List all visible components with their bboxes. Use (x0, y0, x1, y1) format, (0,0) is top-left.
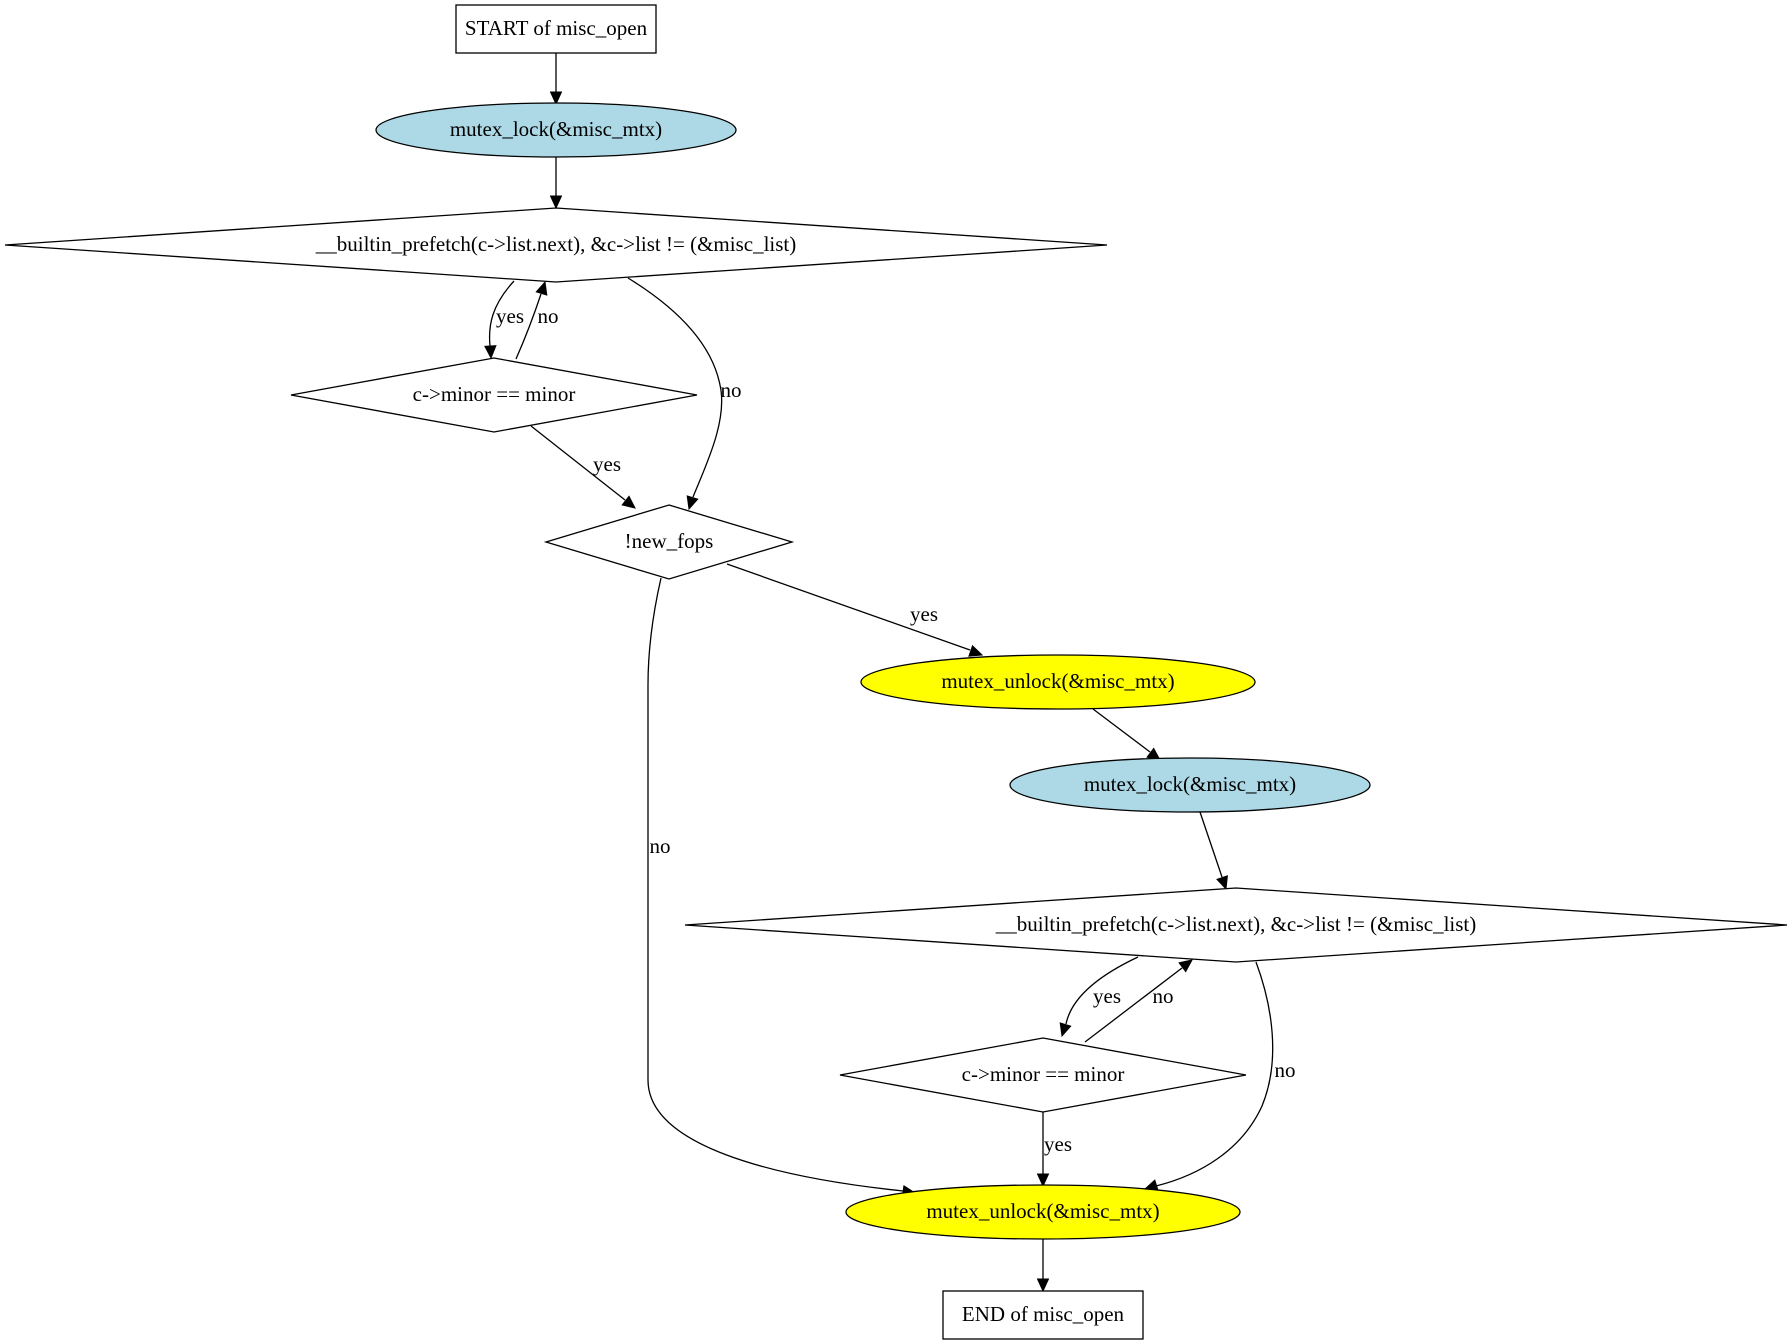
node-unlock1: mutex_unlock(&misc_mtx) (860, 654, 1256, 710)
edge-label: yes (1044, 1132, 1072, 1156)
node-lock1: mutex_lock(&misc_mtx) (375, 102, 737, 158)
arrowhead (621, 495, 636, 509)
edge-label: yes (496, 304, 524, 328)
node-loop2: __builtin_prefetch(c->list.next), &c->li… (684, 887, 1788, 963)
node-label: mutex_lock(&misc_mtx) (450, 117, 662, 141)
node-loop1: __builtin_prefetch(c->list.next), &c->li… (4, 207, 1108, 283)
edge-label: no (1153, 984, 1174, 1008)
node-label: c->minor == minor (962, 1062, 1125, 1086)
edge-line (647, 577, 904, 1192)
edge-line (1065, 956, 1139, 1025)
box-shape (455, 4, 657, 54)
edge-unlock2-to-end (1036, 1239, 1050, 1293)
node-cmp1: c->minor == minor (290, 357, 698, 433)
edge-line (1084, 967, 1183, 1043)
node-newfops: !new_fops (543, 504, 795, 580)
edge-loop1-to-newfops: no (627, 277, 742, 511)
arrowhead (968, 644, 984, 657)
edge-unlock1-to-lock2 (1092, 708, 1161, 761)
node-label: END of misc_open (962, 1302, 1125, 1326)
edge-cmp1-to-newfops: yes (530, 425, 636, 509)
edge-line (1155, 961, 1274, 1187)
edge-label: yes (593, 452, 621, 476)
arrowhead (1036, 1173, 1050, 1188)
edge-line (627, 277, 723, 498)
edge-label: yes (1093, 984, 1121, 1008)
edge-newfops-to-unlock1: yes (726, 563, 984, 657)
ellipse-shape (845, 1184, 1241, 1240)
diamond-shape (4, 207, 1108, 283)
edge-loop2-to-cmp2: yes (1059, 956, 1139, 1038)
arrowhead (535, 280, 548, 296)
edge-loop2-to-unlock2: no (1143, 961, 1296, 1192)
arrowhead (1178, 959, 1193, 973)
edge-label: no (1275, 1058, 1296, 1082)
node-label: __builtin_prefetch(c->list.next), &c->li… (995, 912, 1477, 936)
edge-newfops-to-unlock2: no (647, 577, 917, 1198)
node-label: c->minor == minor (413, 382, 576, 406)
edge-label: no (721, 378, 742, 402)
node-lock2: mutex_lock(&misc_mtx) (1009, 757, 1371, 813)
edge-line (726, 563, 971, 651)
edge-lock1-to-loop1 (549, 157, 563, 210)
node-label: mutex_lock(&misc_mtx) (1084, 772, 1296, 796)
arrowhead (1059, 1022, 1072, 1038)
node-label: !new_fops (625, 529, 714, 553)
node-start: START of misc_open (455, 4, 657, 54)
nodes-layer: START of misc_open mutex_lock(&misc_mtx) _… (4, 4, 1788, 1340)
node-end: END of misc_open (942, 1290, 1144, 1340)
edge-label: no (650, 834, 671, 858)
edge-start-to-lock1 (549, 53, 563, 106)
node-label: START of misc_open (465, 16, 648, 40)
edge-line (530, 425, 626, 501)
arrowhead (1036, 1278, 1050, 1293)
edge-line (515, 293, 542, 360)
edge-lock2-to-loop2 (1199, 811, 1228, 891)
ellipse-shape (375, 102, 737, 158)
arrowhead (549, 195, 563, 210)
arrowhead (1216, 875, 1228, 891)
edge-cmp1-to-loop1: no (515, 280, 559, 360)
edge-label: yes (910, 602, 938, 626)
diamond-shape (839, 1037, 1247, 1113)
arrowhead (686, 495, 699, 511)
node-cmp2: c->minor == minor (839, 1037, 1247, 1113)
edge-cmp2-to-loop2: no (1084, 959, 1193, 1043)
edge-label: no (538, 304, 559, 328)
edge-cmp2-to-unlock2: yes (1036, 1112, 1072, 1188)
box-shape (942, 1290, 1144, 1340)
edge-loop1-to-cmp1: yes (484, 280, 524, 360)
diamond-shape (290, 357, 698, 433)
edge-line (488, 280, 515, 347)
node-label: __builtin_prefetch(c->list.next), &c->li… (315, 232, 797, 256)
diamond-shape (543, 504, 795, 580)
edge-line (1092, 708, 1151, 753)
node-label: mutex_unlock(&misc_mtx) (941, 669, 1174, 693)
ellipse-shape (1009, 757, 1371, 813)
arrowhead (484, 345, 497, 360)
arrowhead (549, 91, 563, 106)
ellipse-shape (860, 654, 1256, 710)
node-unlock2: mutex_unlock(&misc_mtx) (845, 1184, 1241, 1240)
diamond-shape (684, 887, 1788, 963)
node-label: mutex_unlock(&misc_mtx) (926, 1199, 1159, 1223)
edge-line (1199, 811, 1223, 878)
